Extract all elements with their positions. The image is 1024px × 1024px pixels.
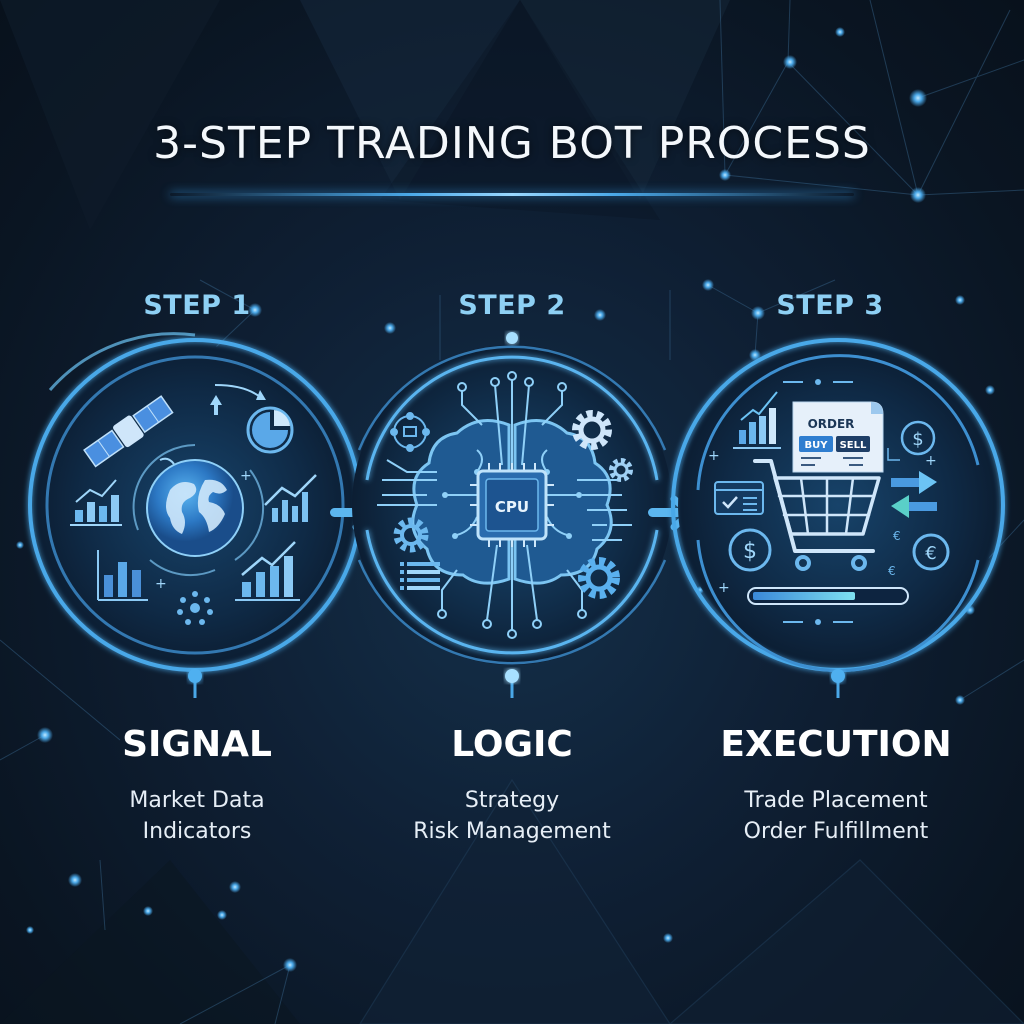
step-3-label: STEP 3 <box>776 290 884 321</box>
bar-chart-icon <box>70 479 122 526</box>
step-3-line-1: Trade Placement <box>744 788 928 813</box>
step-2-line-1: Strategy <box>464 788 560 813</box>
svg-text:€: € <box>888 564 896 578</box>
exchange-arrows-icon <box>891 471 937 518</box>
sell-label: SELL <box>840 440 867 451</box>
step-1-circle: + + <box>28 332 362 698</box>
gear-icon <box>578 557 620 599</box>
trend-up-icon <box>264 474 317 522</box>
step-3-description: Trade Placement Order Fulfillment <box>686 785 986 847</box>
list-icon <box>400 562 440 590</box>
euro-icon: € <box>912 533 950 571</box>
svg-text:€: € <box>893 529 901 543</box>
brain-circuit-icon <box>411 419 613 585</box>
network-icon <box>177 591 213 625</box>
step-1-name: SIGNAL <box>122 724 272 765</box>
bar-chart-icon <box>97 550 148 601</box>
cpu-label: CPU <box>495 498 529 516</box>
buy-label: BUY <box>805 440 829 451</box>
gear-icon <box>609 458 633 482</box>
gear-icon <box>393 517 429 553</box>
step-3-name: EXECUTION <box>720 724 952 765</box>
svg-text:$: $ <box>912 429 923 450</box>
shopping-cart-icon <box>753 459 881 571</box>
satellite-icon <box>83 395 174 468</box>
svg-text:€: € <box>925 543 936 564</box>
step-1-label: STEP 1 <box>143 290 251 321</box>
gear-icon <box>572 410 612 450</box>
svg-text:$: $ <box>743 539 757 564</box>
step-1-line-2: Indicators <box>142 819 252 844</box>
trend-up-icon <box>235 541 300 601</box>
title-underline-glow <box>170 193 854 196</box>
bar-chart-icon <box>733 391 781 449</box>
globe-icon <box>146 459 244 557</box>
step-2-circle: CPU <box>352 332 672 698</box>
svg-text:+: + <box>155 576 167 592</box>
cpu-chip-icon: CPU <box>470 463 554 547</box>
progress-bar-icon <box>747 587 909 605</box>
step-2-line-2: Risk Management <box>413 819 611 844</box>
svg-text:+: + <box>925 453 937 469</box>
order-receipt-icon: ORDER BUY SELL <box>792 401 884 473</box>
step-1-description: Market Data Indicators <box>47 785 347 847</box>
checklist-window-icon <box>714 481 764 515</box>
network-icon <box>390 412 430 452</box>
svg-text:+: + <box>718 580 730 596</box>
dollar-icon: $ <box>900 420 936 456</box>
dollar-icon: $ <box>728 528 772 572</box>
step-2-description: Strategy Risk Management <box>362 785 662 847</box>
step-1-line-1: Market Data <box>129 788 265 813</box>
order-title: ORDER <box>808 417 855 431</box>
step-2-name: LOGIC <box>451 724 573 765</box>
step-3-circle: ORDER BUY SELL $ <box>671 338 1005 698</box>
pie-chart-icon <box>246 406 294 454</box>
svg-text:+: + <box>240 468 252 484</box>
svg-text:+: + <box>708 448 720 464</box>
step-2-label: STEP 2 <box>458 290 566 321</box>
page-title: 3-STEP TRADING BOT PROCESS <box>153 118 871 169</box>
step-3-line-2: Order Fulfillment <box>743 819 929 844</box>
